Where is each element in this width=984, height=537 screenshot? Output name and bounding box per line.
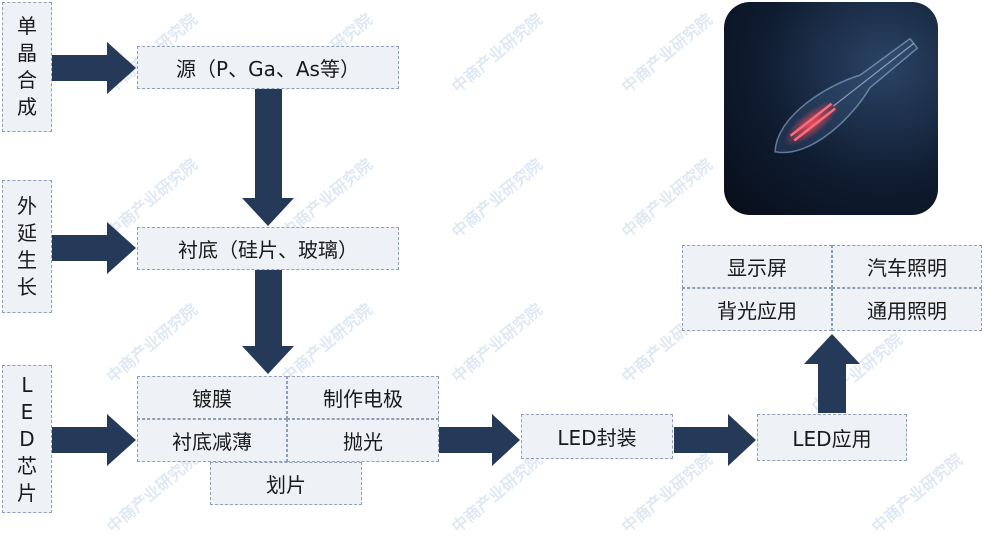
app-backlight: 背光应用	[682, 288, 832, 331]
app-display: 显示屏	[682, 245, 832, 288]
arrow-substrate-to-coating	[242, 270, 294, 374]
arrow-polishing-to-packaging	[439, 414, 520, 466]
node-packaging: LED封装	[521, 414, 673, 459]
arrow-epitaxy-to-substrate	[52, 222, 136, 274]
node-electrode: 制作电极	[287, 376, 439, 419]
arrow-chip-to-thinning	[52, 414, 136, 466]
node-application: LED应用	[757, 414, 907, 461]
led-bulb-photo	[724, 2, 938, 215]
flow-arrows	[52, 42, 860, 466]
node-coating: 镀膜	[137, 376, 287, 419]
node-polishing: 抛光	[287, 419, 439, 462]
arrow-application-to-apps	[804, 334, 860, 413]
arrow-source-to-substrate	[242, 89, 294, 226]
node-substrate: 衬底（硅片、玻璃）	[137, 227, 399, 270]
node-dicing: 划片	[210, 462, 362, 505]
node-thinning: 衬底减薄	[137, 419, 287, 462]
app-general-lighting: 通用照明	[832, 288, 982, 331]
arrow-packaging-to-application	[674, 414, 756, 466]
side-label-single-crystal: 单晶合成	[2, 2, 52, 132]
led-bulb-illustration	[774, 37, 919, 154]
app-auto-lighting: 汽车照明	[832, 245, 982, 288]
side-label-epitaxy: 外延生长	[2, 180, 52, 313]
node-source: 源（P、Ga、As等）	[137, 46, 399, 89]
side-label-led-chip: LED芯片	[2, 365, 52, 513]
arrow-single-crystal-to-source	[52, 42, 136, 94]
